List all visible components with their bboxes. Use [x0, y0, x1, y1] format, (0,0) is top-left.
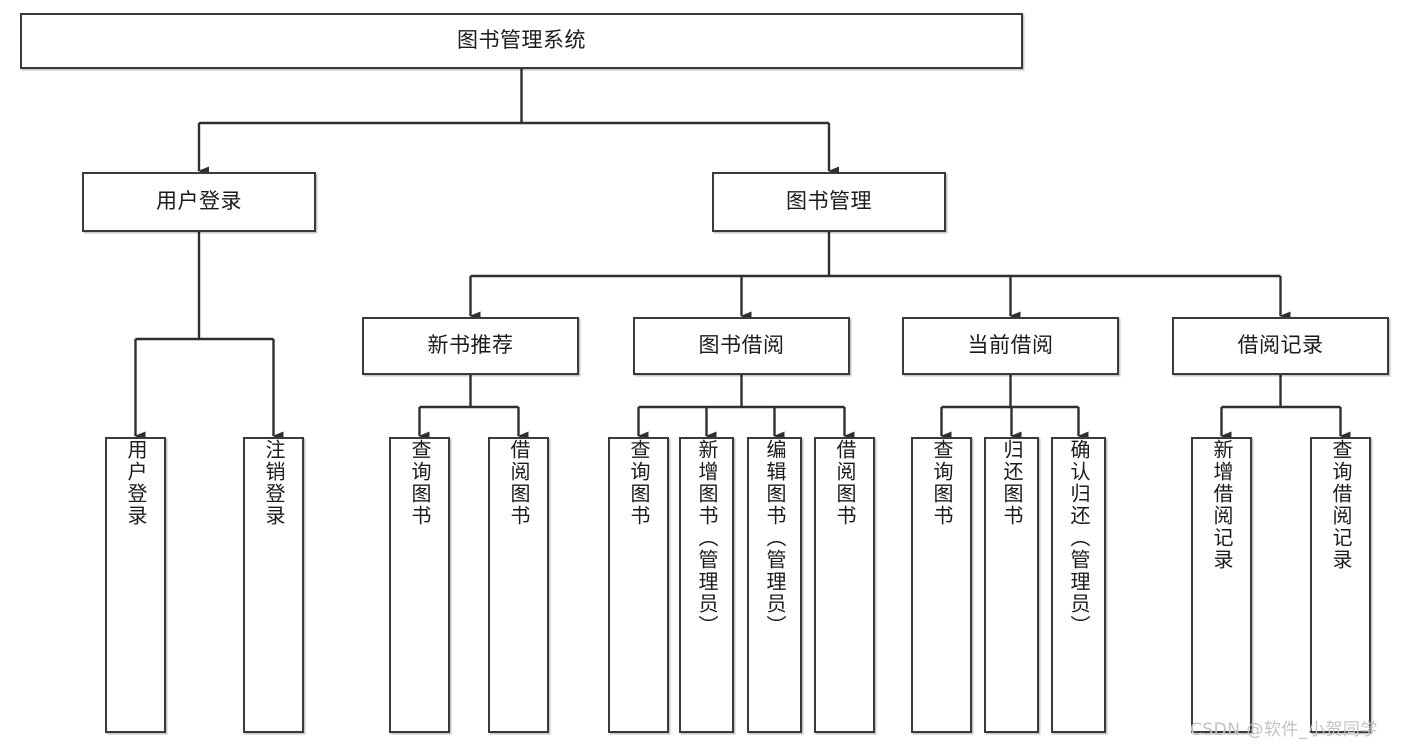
node-label: 注销登录 [262, 439, 286, 527]
node-label: 图书借阅 [698, 333, 785, 358]
leaf-query-books-recommendation[interactable]: 查询图书 [389, 437, 450, 733]
node-label: 查询图书 [627, 439, 651, 527]
node-label: 图书管理系统 [457, 28, 586, 53]
leaf-user-login[interactable]: 用户登录 [105, 437, 166, 733]
node-book-borrowing[interactable]: 图书借阅 [633, 317, 850, 375]
node-root[interactable]: 图书管理系统 [20, 13, 1023, 69]
leaf-query-borrowing-record[interactable]: 查询借阅记录 [1310, 437, 1371, 733]
node-borrowing-records[interactable]: 借阅记录 [1172, 317, 1389, 375]
node-label: 用户登录 [124, 439, 148, 527]
leaf-borrow-books[interactable]: 借阅图书 [814, 437, 875, 733]
node-new-book-recommendation[interactable]: 新书推荐 [362, 317, 579, 375]
node-label: 归还图书 [1000, 439, 1024, 527]
leaf-logout[interactable]: 注销登录 [243, 437, 304, 733]
csdn-watermark: CSDN @软件_小贺同学 [1190, 720, 1378, 740]
node-label: 借阅图书 [833, 439, 857, 527]
node-label: 查询借阅记录 [1329, 439, 1353, 571]
node-label: 查询图书 [930, 439, 954, 527]
leaf-add-book-admin[interactable]: 新增图书（管理员） [679, 437, 734, 733]
node-user-login-module[interactable]: 用户登录 [82, 172, 316, 232]
node-label: 当前借阅 [967, 333, 1054, 358]
leaf-borrow-books-recommendation[interactable]: 借阅图书 [488, 437, 549, 733]
leaf-confirm-return-admin[interactable]: 确认归还（管理员） [1051, 437, 1106, 733]
node-label: 借阅图书 [507, 439, 531, 527]
node-label: 编辑图书（管理员） [763, 439, 787, 637]
node-label: 新增图书（管理员） [695, 439, 719, 637]
leaf-add-borrowing-record[interactable]: 新增借阅记录 [1191, 437, 1252, 733]
node-label: 新增借阅记录 [1210, 439, 1234, 571]
leaf-query-books-borrowing[interactable]: 查询图书 [608, 437, 669, 733]
node-book-management-module[interactable]: 图书管理 [712, 172, 946, 232]
node-label: 用户登录 [156, 189, 242, 214]
node-label: 确认归还（管理员） [1067, 439, 1091, 637]
node-label: 新书推荐 [427, 333, 514, 358]
leaf-edit-book-admin[interactable]: 编辑图书（管理员） [747, 437, 802, 733]
leaf-return-books[interactable]: 归还图书 [984, 437, 1039, 733]
node-label: 图书管理 [786, 189, 872, 214]
node-label: 查询图书 [408, 439, 432, 527]
node-label: 借阅记录 [1237, 333, 1324, 358]
node-current-borrowing[interactable]: 当前借阅 [902, 317, 1119, 375]
leaf-query-books-current[interactable]: 查询图书 [911, 437, 972, 733]
